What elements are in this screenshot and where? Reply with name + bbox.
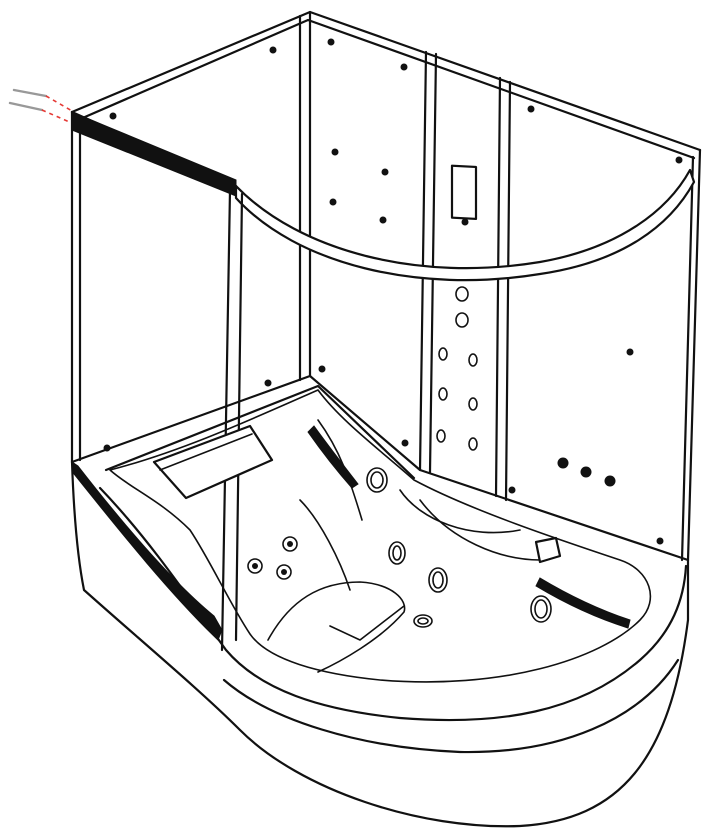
fixing-dot [318, 365, 326, 373]
tub-jet [276, 564, 292, 580]
headrest-seam [159, 433, 253, 471]
fixing-dot [656, 537, 664, 545]
curved-top-rail [234, 168, 696, 282]
tub-jet [388, 541, 406, 565]
guide-line-upper [45, 95, 75, 113]
tub-jet [282, 536, 298, 552]
tub-rim-back [70, 374, 690, 562]
fixing-dot [401, 439, 409, 447]
seat-divider [329, 605, 405, 641]
fixing-dot [329, 198, 337, 206]
column-left-rail-inner [428, 52, 438, 474]
backrest-contour [299, 499, 351, 591]
basin-step-lower [419, 499, 541, 561]
tub-jet-inner [417, 617, 429, 625]
tub-jets [247, 467, 552, 628]
fixing-dot [379, 216, 387, 224]
column-jet [468, 353, 478, 367]
tub-jet [247, 558, 263, 574]
tub-jet-center [287, 541, 293, 547]
tub-apron-lower [222, 658, 680, 754]
fixing-dot [675, 156, 683, 164]
side-jet-dot [557, 457, 569, 469]
rim-control-box [534, 536, 562, 564]
column-left-rail [418, 50, 428, 472]
tub-rim-back-inner [104, 384, 416, 480]
tub-jet-inner [370, 471, 384, 489]
tub-jet [413, 614, 433, 628]
column-jet [468, 437, 478, 451]
seat-contour [267, 581, 406, 673]
fixing-dot [269, 46, 277, 54]
fixing-dot [508, 486, 516, 494]
fixing-dot [109, 112, 117, 120]
guide-line-lower [41, 109, 75, 125]
tub-jet-inner [392, 545, 402, 561]
fixing-dot [381, 168, 389, 176]
bathtub [70, 374, 690, 828]
column-jet [455, 312, 469, 328]
column-right-rail-inner [504, 80, 512, 502]
side-jet-dot [580, 466, 592, 478]
side-jet-dot [604, 475, 616, 487]
top-seal-strip [71, 111, 237, 197]
door-post-left [220, 188, 232, 652]
tub-jet-center [281, 569, 287, 575]
fixing-dot [331, 148, 339, 156]
fixing-dot [527, 105, 535, 113]
fixing-dot [327, 38, 335, 46]
mounting-rod-upper [12, 88, 48, 98]
column-jet [438, 387, 448, 401]
top-rail-inner [76, 18, 696, 160]
column-jet [455, 286, 469, 302]
fixing-dot [400, 63, 408, 71]
basin-shadow-left [307, 425, 359, 489]
column-jets [436, 286, 478, 451]
tub-apron-outer [70, 460, 690, 828]
tub-jet-inner [432, 571, 444, 589]
enclosure-frame [70, 10, 702, 562]
fixing-dot [264, 379, 272, 387]
basin-step [399, 489, 521, 534]
tub-jet [366, 467, 388, 493]
column-jet [436, 429, 446, 443]
fixing-dot [626, 348, 634, 356]
control-display [450, 164, 478, 221]
right-post-inner [680, 155, 695, 562]
front-seal-strip [71, 460, 223, 641]
tub-jet-inner [534, 599, 548, 619]
tub-basin [109, 389, 652, 683]
headrest-pillow [152, 424, 274, 500]
tub-jet [530, 595, 552, 623]
fixing-dot [461, 218, 469, 226]
column-right-rail [494, 76, 502, 498]
mounting-rods [8, 88, 75, 125]
basin-shadow-right [535, 577, 631, 629]
right-post [686, 148, 702, 562]
tub-jet [428, 567, 448, 593]
wall-fixing-dots [103, 38, 683, 545]
column-jet [438, 347, 448, 361]
column-jet [468, 397, 478, 411]
mounting-rod-lower [8, 101, 44, 112]
tub-jet-center [252, 563, 258, 569]
